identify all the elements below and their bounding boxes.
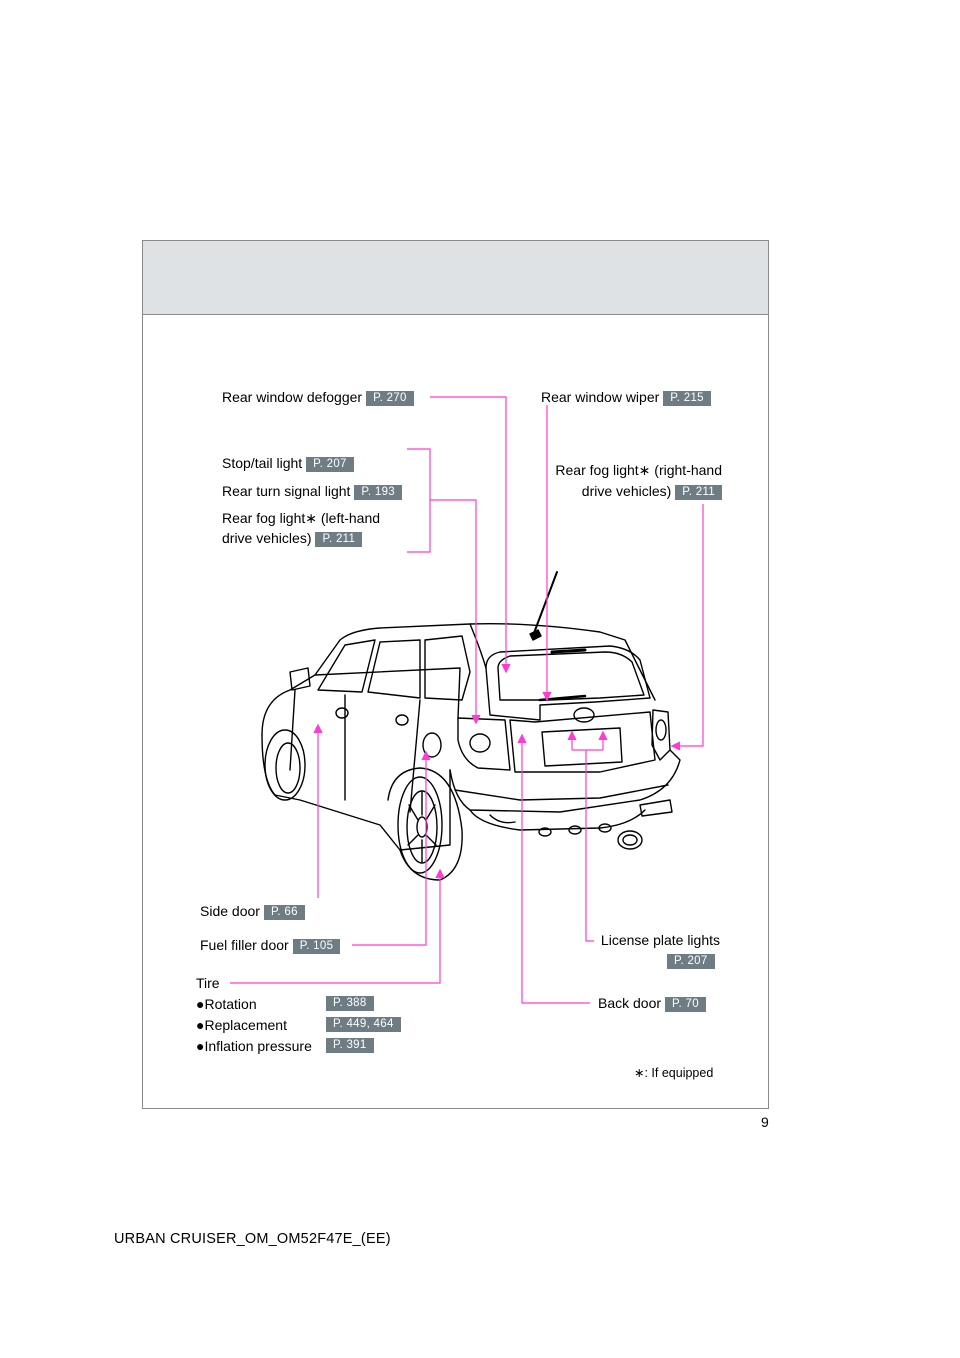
license-plate-lights-text: License plate lights	[600, 932, 720, 948]
tire-label: Tire	[196, 975, 220, 992]
side-door-page-ref[interactable]: P. 66	[263, 904, 305, 920]
rear-fog-left-text-line1: Rear fog light∗ (left-hand	[222, 510, 381, 526]
license-plate-lights-label: License plate lights	[601, 932, 720, 949]
rear-window-wiper-text: Rear window wiper	[541, 389, 660, 405]
rear-window-defogger-text: Rear window defogger	[222, 389, 363, 405]
rear-fog-right-text-line2: drive vehicles)	[581, 483, 672, 499]
page-number: 9	[761, 1114, 769, 1130]
bullet-icon: ●	[196, 1017, 205, 1033]
document-footer: URBAN CRUISER_OM_OM52F47E_(EE)	[114, 1231, 391, 1247]
fuel-filler-door-text: Fuel filler door	[200, 937, 289, 953]
rear-fog-left-page-ref[interactable]: P. 211	[315, 531, 363, 547]
tire-inflation-text: Inflation pressure	[204, 1038, 312, 1054]
rear-window-wiper-page-ref[interactable]: P. 215	[663, 390, 711, 406]
rear-fog-right-page-ref[interactable]: P. 211	[675, 484, 722, 500]
license-plate-lights-page-ref[interactable]: P. 207	[667, 954, 715, 969]
tire-item-replacement: ●Replacement	[196, 1017, 287, 1034]
rear-fog-right-text-line1: Rear fog light∗ (right-hand	[555, 462, 722, 478]
tire-item-rotation: ●Rotation	[196, 996, 257, 1013]
section-header-bar	[143, 241, 768, 315]
rear-turn-signal-text: Rear turn signal light	[222, 483, 351, 499]
tire-rotation-page-ref[interactable]: P. 388	[326, 996, 374, 1011]
stop-tail-light-text: Stop/tail light	[222, 455, 303, 471]
stop-tail-light-page-ref[interactable]: P. 207	[306, 456, 354, 472]
tire-replacement-page-ref[interactable]: P. 449, 464	[326, 1017, 401, 1032]
rear-fog-left-label: Rear fog light∗ (left-hand	[222, 510, 380, 527]
tire-replacement-text: Replacement	[204, 1017, 287, 1033]
tire-inflation-page-ref[interactable]: P. 391	[326, 1038, 374, 1053]
rear-fog-right-label: Rear fog light∗ (right-hand	[555, 462, 722, 479]
rear-fog-left-label-line2: drive vehicles)P. 211	[222, 530, 363, 547]
tire-text: Tire	[196, 975, 220, 991]
page-frame	[142, 240, 769, 1109]
rear-fog-left-text-line2: drive vehicles)	[222, 530, 312, 546]
tire-rotation-text: Rotation	[204, 996, 257, 1012]
back-door-page-ref[interactable]: P. 70	[665, 996, 706, 1012]
footnote-if-equipped: ∗: If equipped	[634, 1066, 714, 1080]
bullet-icon: ●	[196, 996, 205, 1012]
bullet-icon: ●	[196, 1038, 205, 1054]
side-door-text: Side door	[200, 903, 260, 919]
rear-window-defogger-page-ref[interactable]: P. 270	[366, 390, 414, 406]
tire-item-inflation: ●Inflation pressure	[196, 1038, 312, 1055]
back-door-text: Back door	[598, 995, 662, 1011]
rear-fog-right-label-line2: drive vehicles)P. 211	[582, 483, 722, 500]
rear-turn-signal-page-ref[interactable]: P. 193	[354, 484, 402, 500]
fuel-filler-door-page-ref[interactable]: P. 105	[292, 938, 341, 954]
